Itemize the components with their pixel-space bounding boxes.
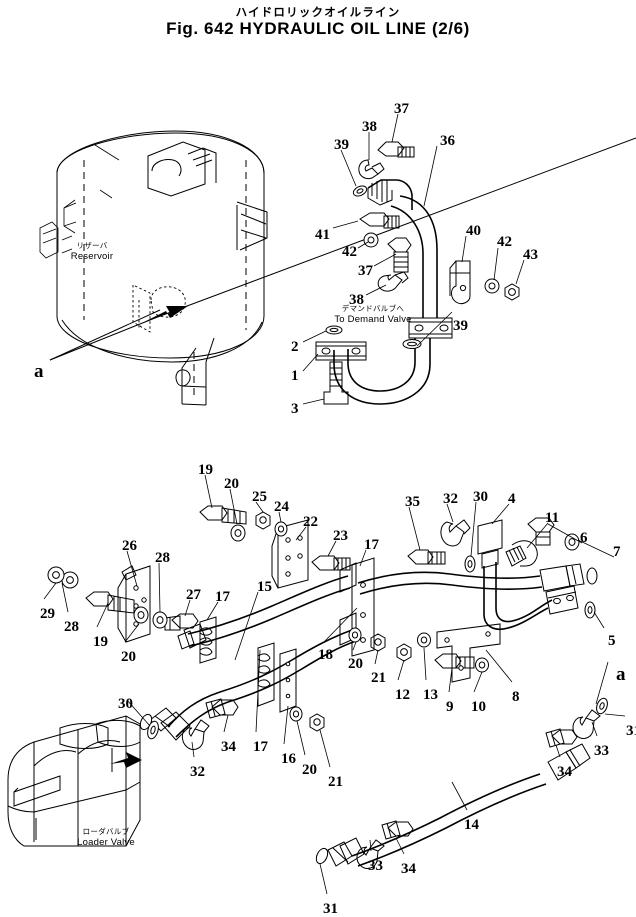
part-callout-32: 32 <box>190 764 205 780</box>
label-to-demand-valve: デマンドバルブへ To Demand Valve <box>318 303 428 325</box>
part-callout-28: 28 <box>64 619 79 635</box>
part-callout-27: 27 <box>186 587 201 603</box>
part-callout-19: 19 <box>93 634 108 650</box>
lower-leader-lines <box>43 474 626 895</box>
part-callout-15: 15 <box>257 579 272 595</box>
part-callout-1: 1 <box>291 368 299 384</box>
label-demand-valve-en: To Demand Valve <box>334 314 412 325</box>
part-callout-20: 20 <box>224 476 239 492</box>
part-callout-7: 7 <box>613 544 621 560</box>
part-callout-20: 20 <box>121 649 136 665</box>
figure-title-english: Fig. 642 HYDRAULIC OIL LINE (2/6) <box>166 19 470 38</box>
part-callout-14: 14 <box>464 817 479 833</box>
part-callout-33: 33 <box>368 858 383 874</box>
part-callout-28: 28 <box>155 550 170 566</box>
part-callout-25: 25 <box>252 489 267 505</box>
part-callout-37: 37 <box>358 263 373 279</box>
part-callout-5: 5 <box>608 633 616 649</box>
part-callout-19: 19 <box>198 462 213 478</box>
label-loader-valve-en: Loader Valve <box>77 837 135 848</box>
part-callout-42: 42 <box>342 244 357 260</box>
part-callout-43: 43 <box>523 247 538 263</box>
label-reservoir-en: Reservoir <box>70 251 114 262</box>
part-callout-26: 26 <box>122 538 137 554</box>
part-callout-38: 38 <box>349 292 364 308</box>
part-callout-16: 16 <box>281 751 296 767</box>
part-callout-37: 37 <box>394 101 409 117</box>
part-callout-10: 10 <box>471 699 486 715</box>
label-loader-valve-jp: ローダバルブ <box>82 827 130 836</box>
label-demand-valve-jp: デマンドバルブへ <box>341 304 405 313</box>
part-callout-22: 22 <box>303 514 318 530</box>
part-callout-40: 40 <box>466 223 481 239</box>
part-callout-12: 12 <box>395 687 410 703</box>
part-callout-39: 39 <box>453 318 468 334</box>
part-callout-4: 4 <box>508 491 516 507</box>
label-reservoir-jp: リザーバ <box>76 241 108 250</box>
part-callout-30: 30 <box>118 696 133 712</box>
part-callout-18: 18 <box>318 647 333 663</box>
part-callout-21: 21 <box>371 670 386 686</box>
reservoir-tank-illustration <box>39 130 636 406</box>
part-callout-38: 38 <box>362 119 377 135</box>
part-callout-20: 20 <box>302 762 317 778</box>
part-callout-35: 35 <box>405 494 420 510</box>
part-callout-6: 6 <box>580 530 588 546</box>
label-loader-valve: ローダバルブ Loader Valve <box>58 826 154 848</box>
hose-36-assembly <box>315 141 520 405</box>
label-reservoir: リザーバ Reservoir <box>60 240 124 262</box>
part-callout-30: 30 <box>473 489 488 505</box>
part-callout-36: 36 <box>440 133 455 149</box>
section-marker: a <box>34 361 44 382</box>
part-callout-9: 9 <box>446 699 454 715</box>
lower-hose-assembly <box>7 505 608 869</box>
part-callout-29: 29 <box>40 606 55 622</box>
part-callout-21: 21 <box>328 774 343 790</box>
part-callout-8: 8 <box>512 689 520 705</box>
part-callout-31: 31 <box>323 901 338 917</box>
part-callout-17: 17 <box>215 589 230 605</box>
part-callout-13: 13 <box>423 687 438 703</box>
part-callout-3: 3 <box>291 401 299 417</box>
part-callout-17: 17 <box>253 739 268 755</box>
part-callout-17: 17 <box>364 537 379 553</box>
part-callout-24: 24 <box>274 499 289 515</box>
part-callout-31: 31 <box>626 723 636 739</box>
figure-title-japanese: ハイドロリックオイルライン <box>235 5 401 19</box>
part-callout-34: 34 <box>557 764 572 780</box>
part-callout-11: 11 <box>545 510 560 526</box>
part-callout-39: 39 <box>334 137 349 153</box>
upper-leader-lines <box>302 113 525 405</box>
part-callout-20: 20 <box>348 656 363 672</box>
part-callout-34: 34 <box>221 739 236 755</box>
part-callout-34: 34 <box>401 861 416 877</box>
part-callout-41: 41 <box>315 227 330 243</box>
part-callout-33: 33 <box>594 743 609 759</box>
part-callout-42: 42 <box>497 234 512 250</box>
part-callout-32: 32 <box>443 491 458 507</box>
section-marker: a <box>616 664 626 685</box>
part-callout-2: 2 <box>291 339 299 355</box>
part-callout-23: 23 <box>333 528 348 544</box>
